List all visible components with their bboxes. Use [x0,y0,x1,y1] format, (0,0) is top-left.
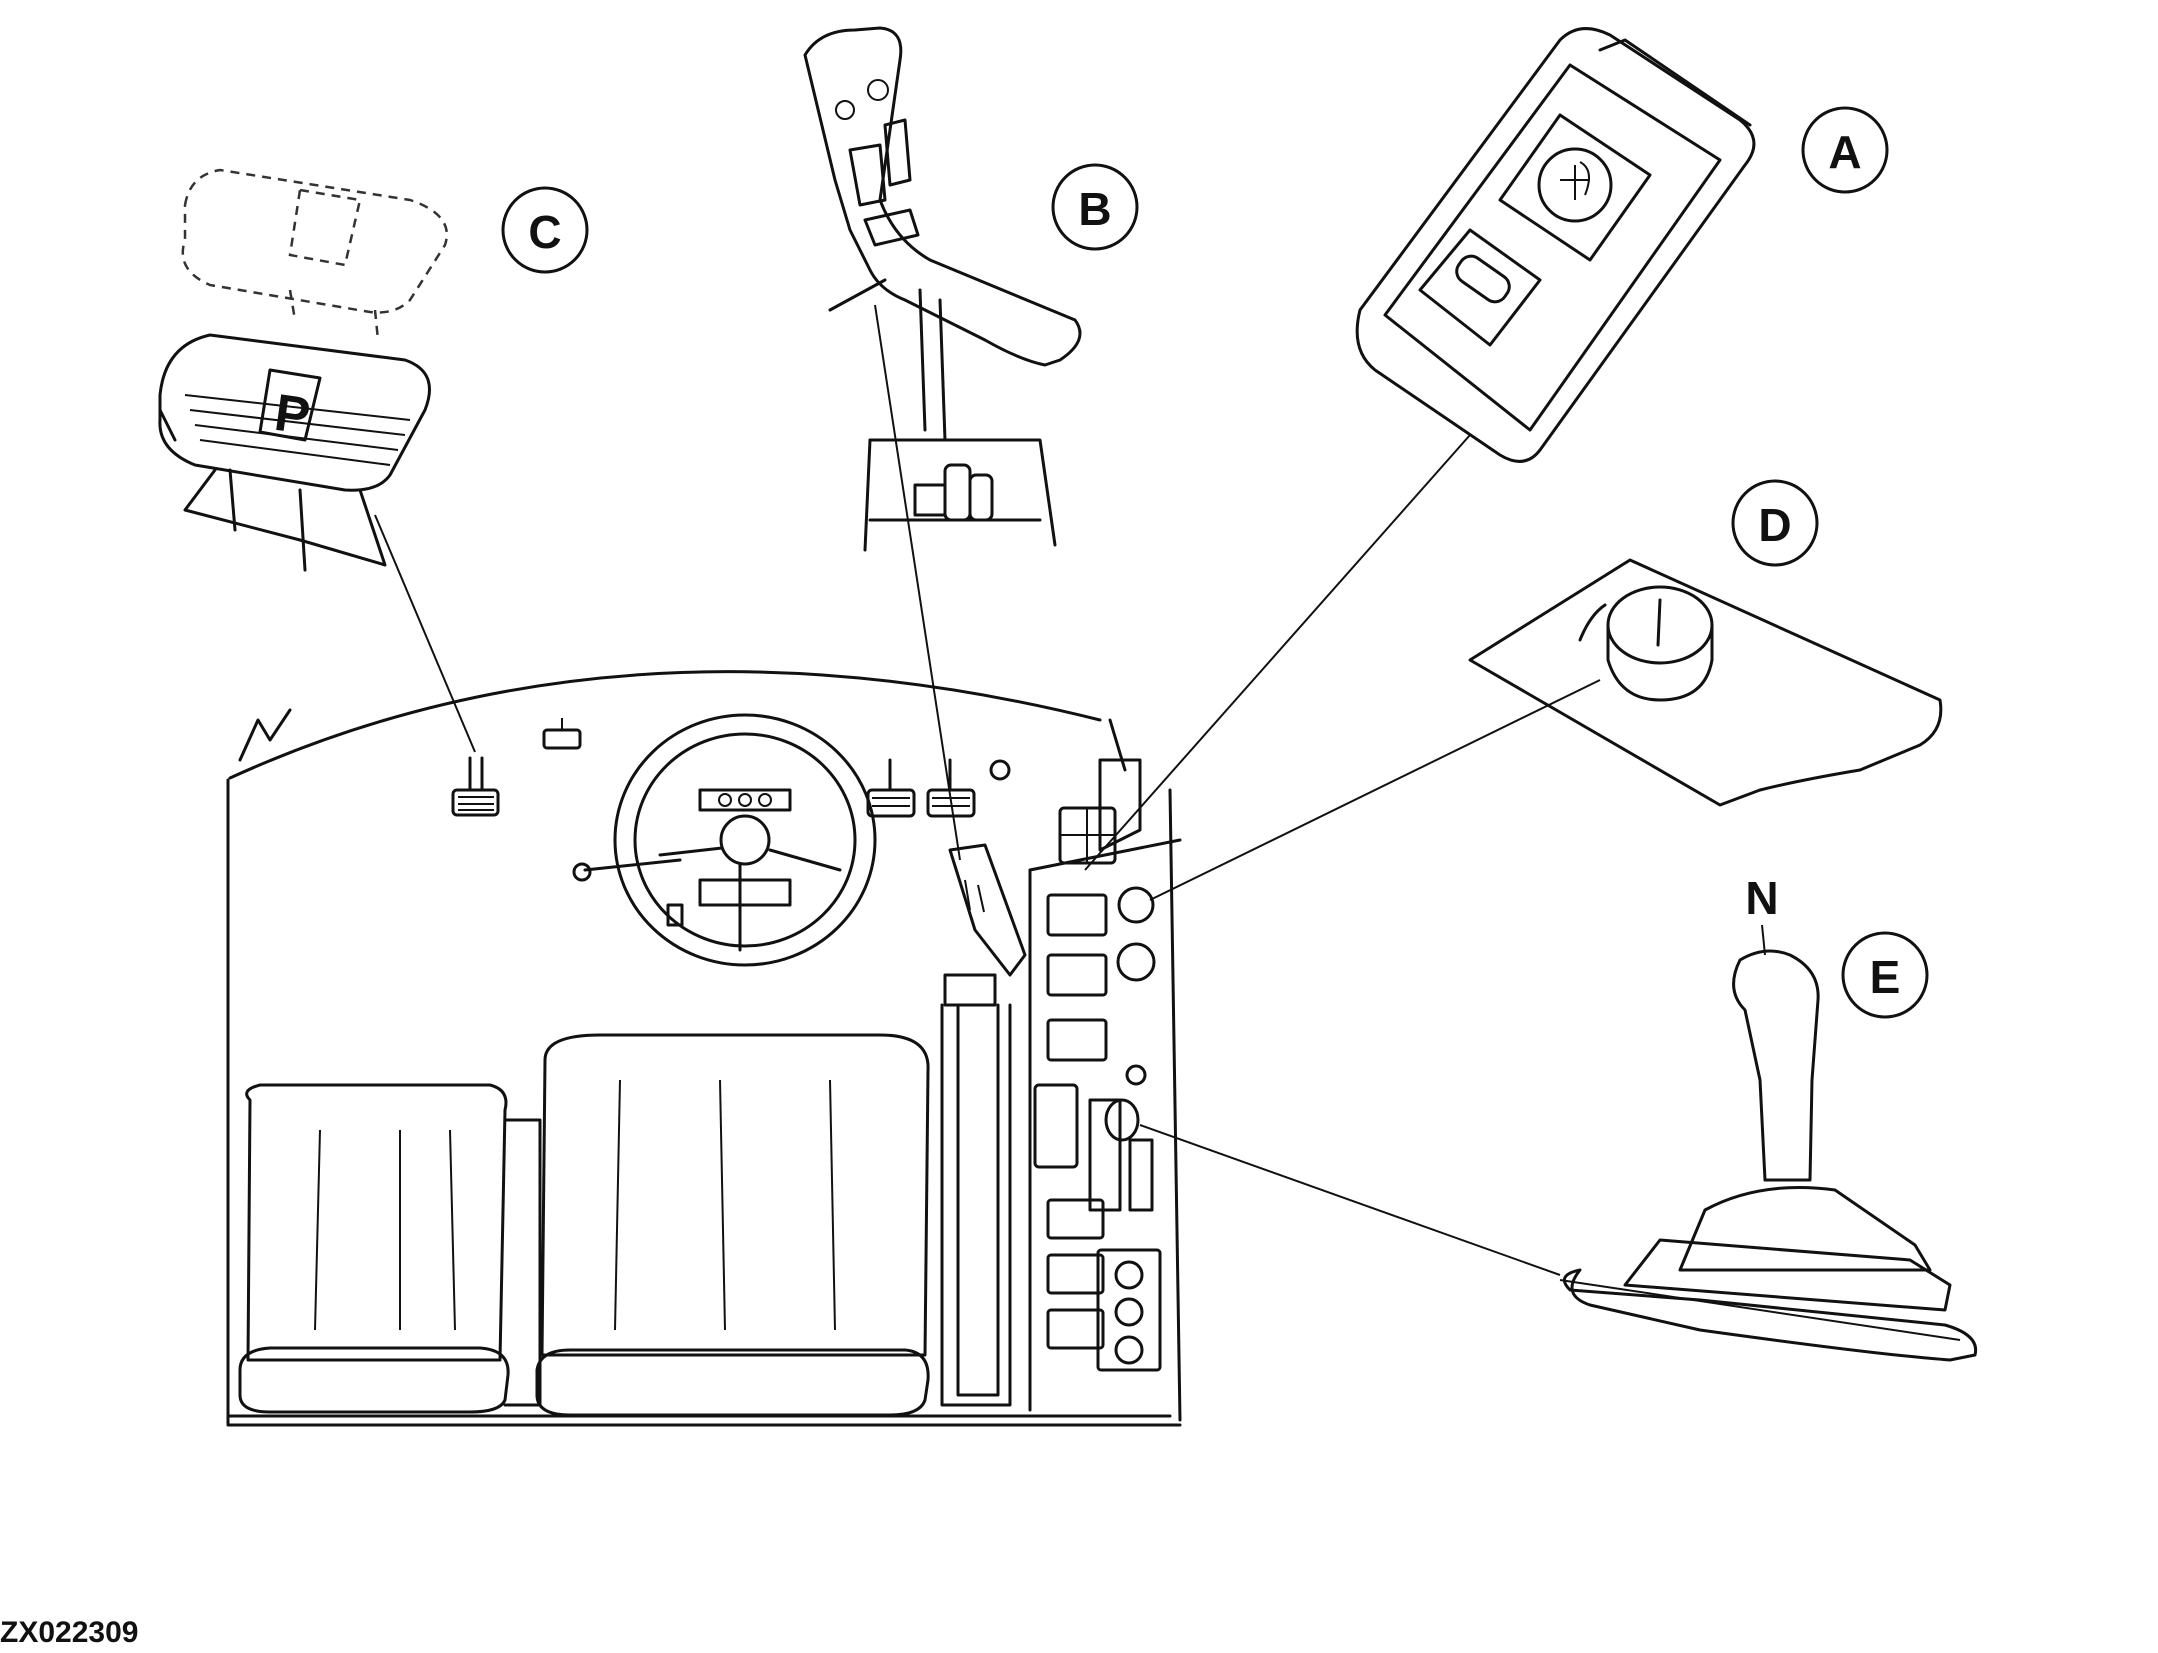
image-code: ZX022309 [0,1616,138,1649]
detail-d-rotary-knob [1468,558,1943,807]
callout-e: E [1841,931,1929,1019]
callout-d: D [1731,479,1819,567]
callout-d-label: D [1758,499,1791,551]
detail-b-shuttle-lever [803,26,1082,552]
right-console [1028,758,1182,1412]
steering-wheel [572,713,877,967]
callout-a: A [1801,106,1889,194]
shift-position-leader [1761,924,1766,956]
cab-overview [226,670,1182,1427]
cab-seats [238,1033,930,1417]
callout-e-label: E [1870,951,1901,1003]
floor-pedal-left [451,718,582,817]
floor-pedals-right [666,758,1011,927]
leader-lines [374,304,1601,1276]
shuttle-lever-small [940,843,1027,1407]
callout-b-label: B [1078,183,1111,235]
callout-a-label: A [1828,126,1861,178]
shift-position-n-label: N [1745,872,1778,924]
callout-c-label: C [528,206,561,258]
callout-b: B [1051,163,1139,251]
detail-a-switch-module [1355,27,1756,463]
callout-c: C [501,186,589,274]
detail-e-gear-shift [1559,949,1978,1362]
detail-c-parking-pedal [158,168,448,572]
parking-pedal-p-label: P [271,384,313,446]
